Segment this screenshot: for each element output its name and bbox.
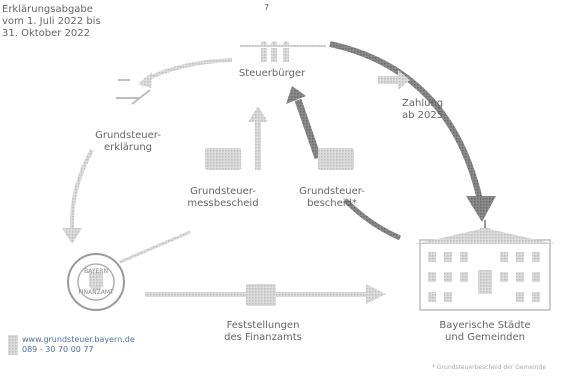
arc-to-finanzamt [69,149,94,231]
contact-url[interactable]: www.grundsteuer.bayern.de [22,335,135,344]
document-icon-bescheid [318,148,354,170]
declaration-line-1: Grundsteuer- [95,130,161,141]
municipalities-line-2: und Gemeinden [445,332,525,343]
payment-line-1: Zahlung [402,98,444,109]
up-arrow-bescheid-head [286,86,306,104]
arc-to-finanzamt-head [62,228,82,244]
payment-label: Zahlung ab 2025 [402,98,443,122]
contact-phone: 089 - 30 70 00 77 [22,345,94,354]
line-finanzamt-to-messbescheid [119,230,191,264]
arc-payment [329,41,483,201]
period-line-3: 31. Oktober 2022 [2,28,91,39]
seal-top-text: BAYERN [84,268,108,275]
footnote: * Grundsteuerbescheid der Gemeinde [432,364,547,371]
town-hall-icon [415,220,555,311]
municipalities-label: Bayerische Städte und Gemeinden [418,320,552,344]
arc-to-declaration-head [138,72,152,88]
payment-line-2: ab 2025 [402,110,444,121]
arrow-to-cities-head [366,284,386,304]
assessment-line-1: Grundsteuer- [190,186,256,197]
declaration-form-icon [116,79,151,105]
top-mark: 7 [264,3,270,12]
assessment-notice-label: Grundsteuer- messbescheid [178,186,268,210]
findings-label: Feststellungen des Finanzamts [210,320,316,344]
seal-bottom-text: FINANZAMT [78,289,114,296]
tax-notice-line-2: bescheid* [307,198,357,209]
findings-line-1: Feststellungen [226,320,300,331]
tax-notice-label: Grundsteuer- bescheid* [290,186,374,210]
taxpayer-label: Steuerbürger [238,68,306,79]
up-arrow-bescheid-shaft [294,98,322,160]
document-icon-messbescheid [205,148,241,170]
taxpayers-icon [240,41,326,62]
document-icon-feststellungen [246,284,276,306]
contact-info: www.grundsteuer.bayern.de 089 - 30 70 00… [22,335,135,355]
small-right-arrow [378,70,410,90]
arc-to-declaration [144,58,233,82]
seal-text: BAYERN FINANZAMT [72,268,120,296]
arc-bescheid-to-cities [343,198,401,241]
findings-line-2: des Finanzamts [224,332,302,343]
declaration-label: Grundsteuer- erklärung [86,130,170,154]
up-arrow-messbescheid [248,106,268,122]
finanzamt-seal-icon [67,253,125,311]
municipalities-line-1: Bayerische Städte [439,320,531,331]
declaration-line-2: erklärung [103,142,153,153]
declaration-period: Erklärungsabgabe vom 1. Juli 2022 bis 31… [2,4,101,40]
period-line-1: Erklärungsabgabe [2,4,93,15]
assessment-line-2: messbescheid [187,198,259,209]
tax-notice-line-1: Grundsteuer- [299,186,365,197]
arc-payment-head [466,196,496,222]
period-line-2: vom 1. Juli 2022 bis [2,16,101,27]
phone-icon [8,335,18,355]
